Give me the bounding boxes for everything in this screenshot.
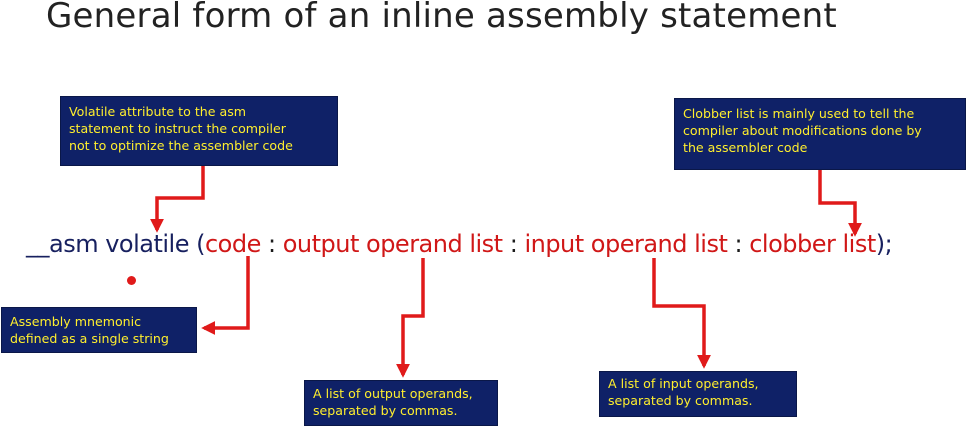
callout-line: separated by commas.: [313, 403, 458, 418]
output-callout: A list of output operands, separated by …: [304, 380, 498, 426]
callout-line: Clobber list is mainly used to tell the: [683, 106, 915, 121]
volatile-callout: Volatile attribute to the asm statement …: [60, 96, 338, 166]
callout-line: A list of output operands,: [313, 386, 473, 401]
colon-separator: :: [260, 230, 283, 258]
input-operand-term: input operand list: [524, 230, 728, 258]
colon-separator: :: [502, 230, 525, 258]
output-arrow: [396, 258, 425, 378]
code-arrow: [201, 256, 250, 335]
code-callout: Assembly mnemonic defined as a single st…: [1, 307, 197, 353]
callout-line: Volatile attribute to the asm: [69, 104, 247, 119]
code-term: code: [204, 230, 261, 258]
callout-line: Assembly mnemonic: [10, 314, 142, 329]
callout-line: separated by commas.: [608, 393, 753, 408]
volatile-arrow: [150, 166, 205, 233]
asm-keyword: __asm volatile (: [26, 230, 205, 258]
input-callout: A list of input operands, separated by c…: [599, 371, 797, 417]
laser-pointer-dot: [127, 276, 136, 285]
asm-statement: __asm volatile (code : output operand li…: [26, 230, 893, 258]
output-operand-term: output operand list: [282, 230, 503, 258]
colon-separator: :: [727, 230, 750, 258]
slide-title: General form of an inline assembly state…: [46, 0, 837, 36]
statement-end: );: [875, 230, 893, 258]
callout-line: A list of input operands,: [608, 376, 759, 391]
clobber-callout: Clobber list is mainly used to tell the …: [674, 98, 966, 170]
clobber-arrow: [818, 170, 862, 237]
input-arrow: [652, 258, 711, 369]
callout-line: compiler about modifications done by: [683, 123, 922, 138]
callout-line: defined as a single string: [10, 331, 169, 346]
callout-line: the assembler code: [683, 140, 808, 155]
callout-line: statement to instruct the compiler: [69, 121, 286, 136]
callout-line: not to optimize the assembler code: [69, 138, 293, 153]
